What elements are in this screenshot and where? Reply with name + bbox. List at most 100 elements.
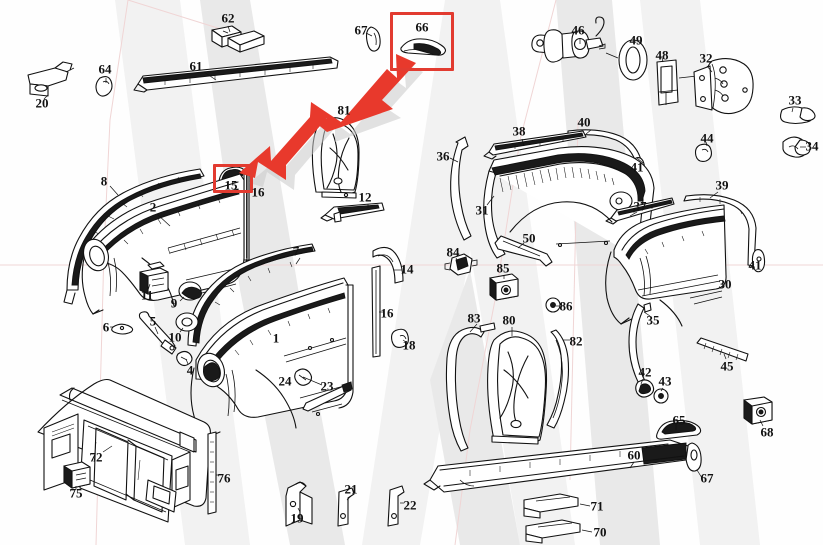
part-number-label-1: 1	[272, 330, 280, 346]
part-41-lower	[751, 249, 766, 273]
part-number-label-67: 67	[354, 22, 368, 38]
part-number-label-39: 39	[715, 177, 729, 193]
part-number-label-84: 84	[446, 244, 460, 260]
part-number-label-7: 7	[292, 243, 300, 259]
part-39	[683, 194, 757, 267]
part-5	[138, 311, 177, 355]
part-62	[211, 25, 265, 53]
part-number-label-10: 10	[168, 329, 182, 345]
part-37	[605, 197, 675, 225]
part-31	[483, 146, 655, 259]
part-number-label-5: 5	[149, 313, 157, 329]
part-number-label-21: 21	[344, 481, 358, 497]
part-number-label-82: 82	[569, 333, 583, 349]
part-38	[483, 130, 587, 160]
part-number-label-9: 9	[170, 295, 178, 311]
double-headed-red-arrow	[239, 54, 423, 190]
part-number-label-18: 18	[402, 337, 416, 353]
part-number-label-23: 23	[320, 378, 334, 394]
part-82	[546, 329, 570, 429]
part-number-label-62: 62	[221, 10, 235, 26]
highlight-box-66[interactable]	[390, 12, 454, 71]
part-number-label-43: 43	[658, 373, 672, 389]
part-76	[207, 431, 217, 515]
part-33	[779, 106, 816, 125]
part-49	[618, 39, 648, 81]
part-16-lower	[371, 265, 381, 358]
leader-41-upper	[636, 157, 644, 164]
part-60	[423, 439, 689, 493]
part-34	[782, 136, 811, 158]
part-number-label-22: 22	[403, 497, 417, 513]
part-number-label-72: 72	[89, 449, 103, 465]
part-number-label-76: 76	[217, 470, 231, 486]
part-number-label-81: 81	[337, 102, 351, 118]
part-19	[285, 481, 313, 527]
part-9	[178, 281, 203, 301]
part-75	[63, 461, 91, 489]
part-61	[133, 56, 339, 93]
part-22	[387, 485, 405, 527]
part-number-label-24: 24	[278, 373, 292, 389]
part-number-label-37: 37	[633, 198, 647, 214]
part-number-label-49: 49	[629, 32, 643, 48]
part-46	[531, 16, 606, 63]
part-12	[320, 202, 385, 223]
leader-24	[302, 376, 323, 386]
part-number-label-48: 48	[655, 47, 669, 63]
part-6	[111, 323, 134, 335]
part-number-label-80: 80	[502, 312, 516, 328]
part-number-label-34: 34	[805, 138, 819, 154]
part-45	[696, 337, 749, 362]
part-number-label-20: 20	[35, 95, 49, 111]
part-65	[656, 420, 702, 440]
part-number-label-32: 32	[699, 50, 713, 66]
part-32	[693, 58, 754, 115]
part-number-label-46: 46	[571, 22, 585, 38]
part-36	[450, 136, 472, 241]
part-number-label-14: 14	[400, 261, 414, 277]
part-number-label-75: 75	[69, 485, 83, 501]
part-86	[545, 297, 561, 313]
part-number-label-2: 2	[149, 199, 157, 215]
part-number-label-70: 70	[593, 524, 607, 540]
part-number-label-83: 83	[467, 310, 481, 326]
part-number-label-16: 16	[251, 184, 265, 200]
part-64	[95, 75, 113, 97]
part-number-label-42: 42	[638, 364, 652, 380]
part-number-label-30: 30	[718, 276, 732, 292]
part-number-label-65: 65	[672, 412, 686, 428]
part-number-label-86: 86	[559, 298, 573, 314]
part-20	[27, 61, 75, 97]
part-number-label-33: 33	[788, 92, 802, 108]
part-83	[445, 322, 496, 452]
leader-49	[605, 52, 619, 59]
part-number-label-41: 41	[630, 159, 644, 175]
part-number-label-64: 64	[98, 61, 112, 77]
part-number-label-35: 35	[646, 312, 660, 328]
part-number-label-11: 11	[140, 287, 154, 303]
part-number-label-44: 44	[700, 130, 714, 146]
highlight-box-15[interactable]	[213, 164, 253, 193]
part-number-label-6: 6	[102, 319, 110, 335]
part-number-label-41: 41	[748, 257, 762, 273]
part-number-label-38: 38	[512, 123, 526, 139]
part-number-label-45: 45	[720, 358, 734, 374]
part-14	[372, 246, 404, 284]
part-number-label-16: 16	[380, 305, 394, 321]
part-48	[656, 59, 679, 106]
part-66	[400, 38, 447, 56]
part-67-top	[365, 26, 381, 52]
part-68	[743, 396, 773, 425]
part-number-label-4: 4	[186, 362, 194, 378]
part-44	[694, 143, 712, 162]
part-number-label-19: 19	[290, 510, 304, 526]
part-42	[635, 379, 655, 398]
part-80	[487, 330, 548, 445]
part-number-label-61: 61	[189, 58, 203, 74]
part-number-label-66: 66	[415, 19, 429, 35]
part-85	[489, 273, 519, 301]
